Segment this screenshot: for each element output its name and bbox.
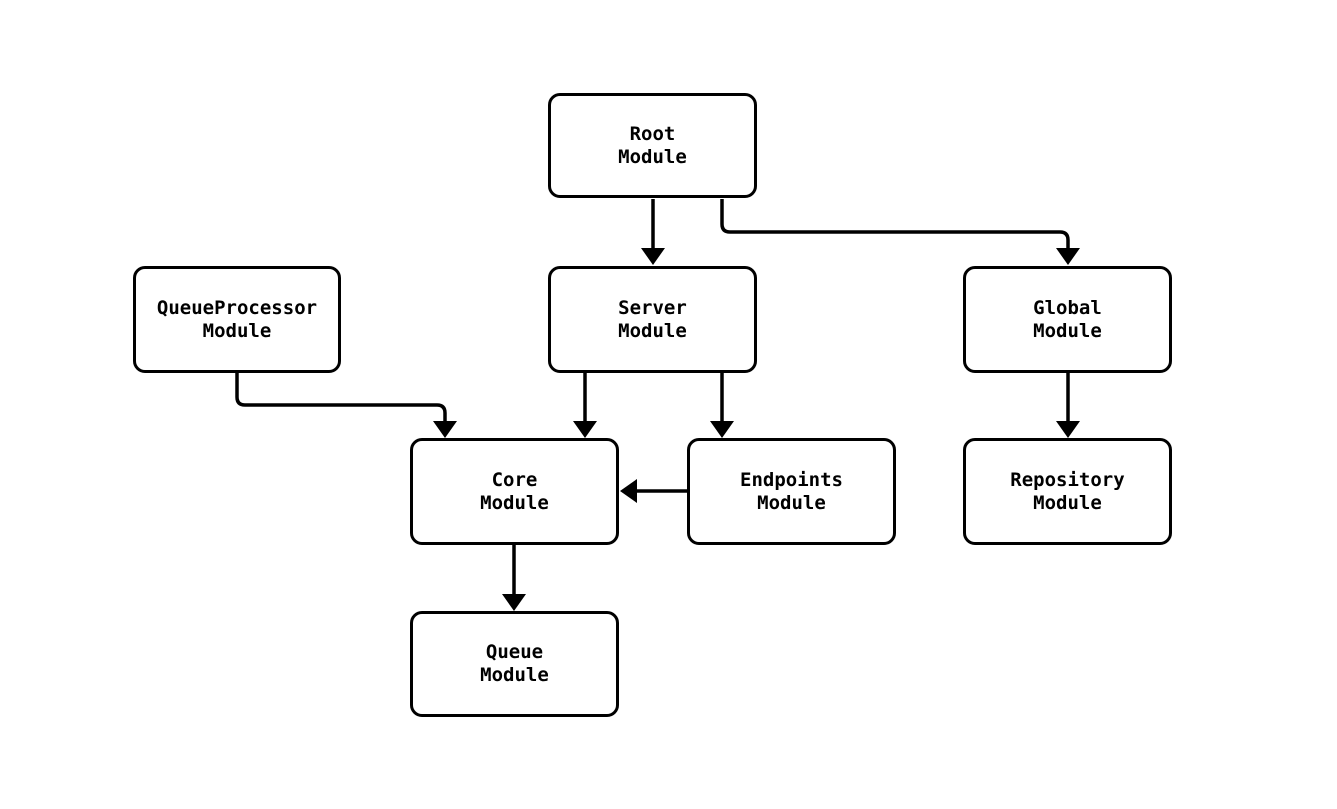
node-endpoints-module: Endpoints Module	[687, 438, 896, 545]
edge-global-repository	[1056, 372, 1080, 438]
node-core-module: Core Module	[410, 438, 619, 545]
node-label: Module	[618, 319, 687, 342]
node-repository-module: Repository Module	[963, 438, 1172, 545]
edge-server-endpoints	[710, 372, 734, 438]
node-root-module: Root Module	[548, 93, 757, 198]
node-label: Module	[480, 664, 549, 686]
node-label: Module	[618, 145, 687, 168]
node-label: Endpoints	[740, 468, 843, 491]
node-label: Global	[1033, 296, 1102, 319]
node-label: Server	[618, 296, 687, 319]
node-label: Module	[757, 491, 826, 514]
node-label: Repository	[1010, 468, 1125, 491]
node-global-module: Global Module	[963, 266, 1172, 373]
edge-queueprocessor-core	[235, 372, 457, 438]
node-label: Module	[480, 491, 549, 514]
node-queue-module: Queue Module	[410, 611, 619, 717]
edge-core-queue	[502, 544, 526, 611]
node-label: Module	[202, 319, 272, 342]
edge-root-global	[720, 199, 1080, 265]
edge-endpoints-core	[620, 479, 688, 503]
node-label: Root	[629, 122, 676, 145]
edge-root-server	[641, 199, 665, 265]
node-queueprocessor-module: QueueProcessor Module	[133, 266, 341, 373]
node-label: Queue	[485, 641, 544, 663]
node-label: QueueProcessor	[156, 296, 318, 319]
node-label: Module	[1033, 491, 1102, 514]
edge-server-core	[573, 372, 597, 438]
node-server-module: Server Module	[548, 266, 757, 373]
node-label: Module	[1033, 319, 1102, 342]
node-label: Core	[491, 468, 538, 491]
